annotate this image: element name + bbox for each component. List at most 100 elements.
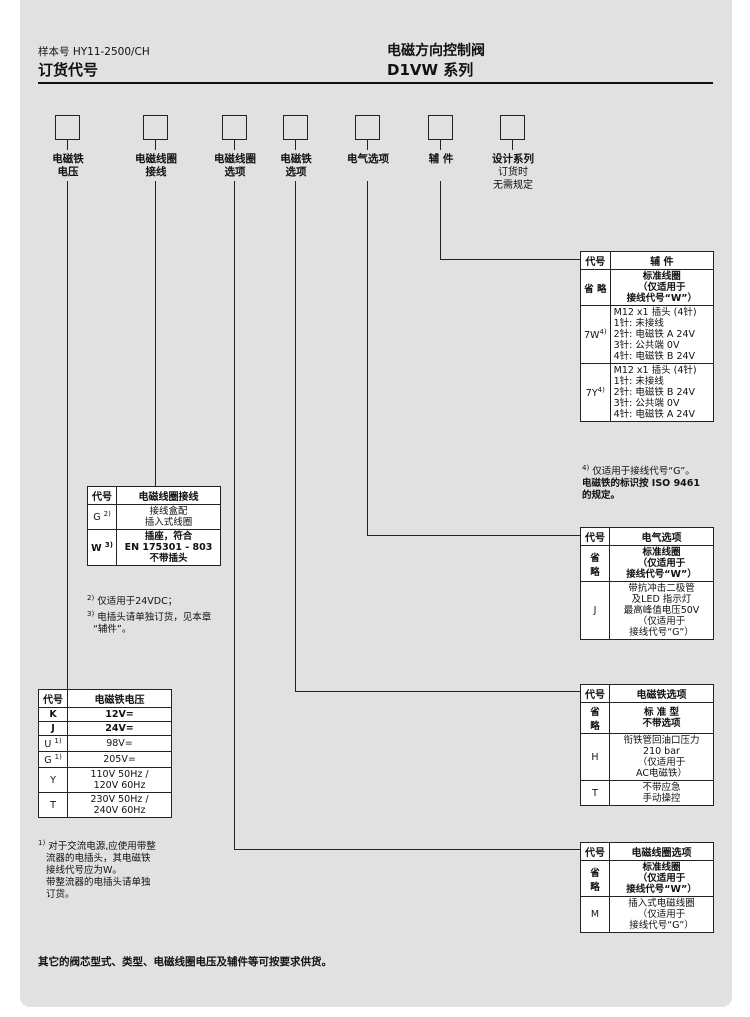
row-desc: 插入式电磁线圈（仅适用于接线代号“G”）	[609, 896, 714, 933]
row-code: U 1)	[38, 734, 68, 753]
coil-connection-note-1: 2) 仅适用于24VDC；	[87, 594, 178, 608]
code-box-coil-connection	[143, 115, 168, 140]
table-accessories: 代号辅 件 省 略 标准线圈（仅适用于接线代号“W”） 7W4) M12 x1 …	[580, 251, 715, 422]
row-code: G 2)	[87, 504, 117, 530]
table-row: U 1)98V=	[38, 734, 172, 753]
voltage-note-2: 带整流器的电插头请单独 订货。	[46, 877, 151, 900]
row-code: T	[38, 792, 68, 819]
col-code: 代号	[87, 486, 117, 505]
stem	[440, 140, 441, 150]
row-code: T	[580, 780, 610, 806]
stem	[512, 140, 513, 150]
stem	[234, 140, 235, 150]
table-row: G 2) 接线盒配插入式线圈	[87, 504, 221, 530]
catalog-number: 样本号 HY11-2500/CH	[38, 46, 150, 58]
connector-voltage	[67, 181, 68, 689]
table-row: G 1)205V=	[38, 751, 172, 769]
series-title: D1VW 系列	[387, 61, 474, 79]
col-code: 代号	[580, 527, 610, 546]
code-box-voltage	[55, 115, 80, 140]
table-row: J 带抗冲击二极管及LED 指示灯最高峰值电压50V（仅适用于接线代号“G”）	[580, 581, 714, 640]
table-row: 省 略 标准线圈（仅适用于接线代号“W”）	[580, 545, 714, 582]
connector-coil-option-h	[234, 849, 580, 850]
row-desc: 标准线圈（仅适用于接线代号“W”）	[609, 269, 715, 306]
row-desc: 标 准 型不带选项	[609, 702, 714, 734]
label-coil-connection: 电磁线圈接线	[135, 153, 177, 178]
code-box-coil-option	[222, 115, 247, 140]
table-row: 省 略 标准线圈（仅适用于接线代号“W”）	[580, 860, 714, 897]
row-desc: 标准线圈（仅适用于接线代号“W”）	[609, 860, 714, 897]
connector-accessories-h	[440, 259, 580, 260]
row-code: W 3)	[87, 529, 117, 566]
code-box-design-series	[500, 115, 525, 140]
connector-coil-connection	[155, 181, 156, 486]
accessories-note-1: 4) 仅适用于接线代号“G”。	[582, 464, 695, 478]
col-desc: 辅 件	[609, 251, 715, 270]
row-code: H	[580, 733, 610, 781]
row-desc: 12V=	[67, 707, 172, 722]
row-code: K	[38, 707, 68, 722]
connector-solenoid-option-h	[295, 691, 580, 692]
label-electrical-option: 电气选项	[347, 153, 389, 165]
table-coil-option: 代号电磁线圈选项 省 略 标准线圈（仅适用于接线代号“W”） M 插入式电磁线圈…	[580, 842, 714, 933]
label-coil-option: 电磁线圈选项	[214, 153, 256, 178]
row-desc: 接线盒配插入式线圈	[116, 504, 221, 530]
table-row: 省 略 标 准 型不带选项	[580, 702, 714, 734]
col-desc: 电气选项	[609, 527, 714, 546]
stem	[155, 140, 156, 150]
col-desc: 电磁线圈接线	[116, 486, 221, 505]
row-desc: 带抗冲击二极管及LED 指示灯最高峰值电压50V（仅适用于接线代号“G”）	[609, 581, 714, 640]
footer-note: 其它的阀芯型式、类型、电磁线圈电压及辅件等可按要求供货。	[38, 956, 332, 968]
row-code: J	[580, 581, 610, 640]
row-code: 7Y4)	[580, 363, 611, 422]
connector-accessories	[440, 181, 441, 259]
row-desc: 标准线圈（仅适用于接线代号“W”）	[609, 545, 714, 582]
row-code: J	[38, 721, 68, 736]
row-desc: 不带应急手动操控	[609, 780, 714, 806]
table-row: M 插入式电磁线圈（仅适用于接线代号“G”）	[580, 896, 714, 933]
row-code: 省 略	[580, 702, 610, 734]
row-desc: 24V=	[67, 721, 172, 736]
col-code: 代号	[580, 251, 611, 270]
row-code: G 1)	[38, 751, 68, 769]
col-desc: 电磁铁选项	[609, 684, 714, 703]
code-box-electrical-option	[355, 115, 380, 140]
code-box-solenoid-option	[283, 115, 308, 140]
product-title: 电磁方向控制阀	[387, 43, 485, 59]
voltage-note-1: 1) 对于交流电源,应使用带整 流器的电插头，其电磁铁 接线代号应为W。	[38, 839, 156, 877]
row-code: 省 略	[580, 545, 610, 582]
row-desc: 205V=	[67, 751, 172, 769]
row-code: M	[580, 896, 610, 933]
col-desc: 电磁线圈选项	[609, 842, 714, 861]
label-solenoid-option: 电磁铁选项	[280, 153, 312, 178]
row-desc: 98V=	[67, 734, 172, 753]
connector-electrical	[367, 181, 368, 535]
row-code: 省 略	[580, 269, 611, 306]
code-box-accessories	[428, 115, 453, 140]
header-rule	[38, 82, 713, 84]
label-design-series: 设计系列订货时无需规定	[492, 153, 534, 191]
row-desc: 230V 50Hz /240V 60Hz	[67, 792, 172, 819]
stem	[67, 140, 68, 150]
row-code: 省 略	[580, 860, 610, 897]
stem	[367, 140, 368, 150]
col-desc: 电磁铁电压	[67, 689, 172, 708]
row-code: 7W4)	[580, 305, 611, 364]
connector-coil-option	[234, 181, 235, 849]
table-row: 省 略 标准线圈（仅适用于接线代号“W”）	[580, 269, 715, 306]
label-voltage: 电磁铁电压	[52, 153, 84, 178]
stem	[295, 140, 296, 150]
